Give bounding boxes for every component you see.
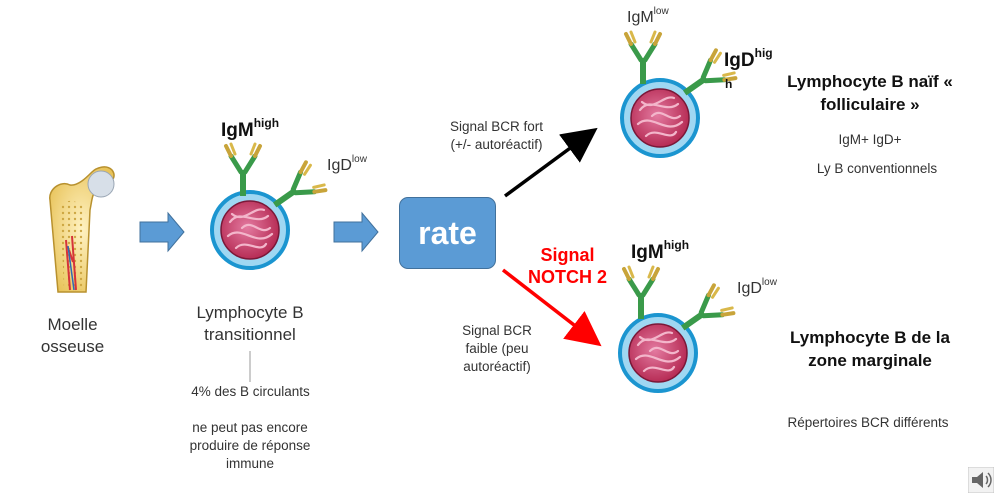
block-arrow-1 xyxy=(139,211,185,253)
bone-icon xyxy=(49,166,115,293)
block-arrow-2 xyxy=(333,211,379,253)
notch-signal-text: Signal NOTCH 2 xyxy=(527,245,607,287)
transitional-bcell-icon xyxy=(210,144,327,270)
marginal-igm-label: IgMhigh xyxy=(631,238,690,263)
weak-signal-text: Signal BCR faible (peu autoréactif) xyxy=(462,323,532,374)
transitional-note-response: ne peut pas encore produire de réponse i… xyxy=(189,420,311,471)
follicular-type: Ly B conventionnels xyxy=(816,161,938,176)
marginal-title: Lymphocyte B de la zone marginale xyxy=(790,328,950,370)
weak-signal-arrow xyxy=(501,268,602,347)
spleen-box: rate xyxy=(399,197,496,269)
speaker-icon[interactable] xyxy=(968,467,994,493)
follicular-markers: IgM+ IgD+ xyxy=(838,132,902,147)
transitional-igd-label: IgDlow xyxy=(327,154,367,174)
follicular-igd-label: IgDhig h xyxy=(724,46,773,91)
transitional-title: Lymphocyte B transitionnel xyxy=(196,303,304,344)
marginal-igd-label: IgDlow xyxy=(737,277,777,297)
follicular-title: Lymphocyte B naïf « folliculaire » xyxy=(787,72,953,114)
marginal-note: Répertoires BCR différents xyxy=(787,415,949,430)
transitional-igm-label: IgMhigh xyxy=(221,116,280,141)
transitional-note-percent: 4% des B circulants xyxy=(191,384,310,399)
bone-marrow-label: Moelle osseuse xyxy=(40,315,105,356)
marginal-bcell-icon xyxy=(618,267,735,393)
strong-signal-arrow xyxy=(503,127,598,198)
follicular-bcell-icon xyxy=(620,32,737,158)
strong-signal-text: Signal BCR fort (+/- autoréactif) xyxy=(449,119,544,152)
follicular-igm-label: IgMlow xyxy=(627,6,669,26)
